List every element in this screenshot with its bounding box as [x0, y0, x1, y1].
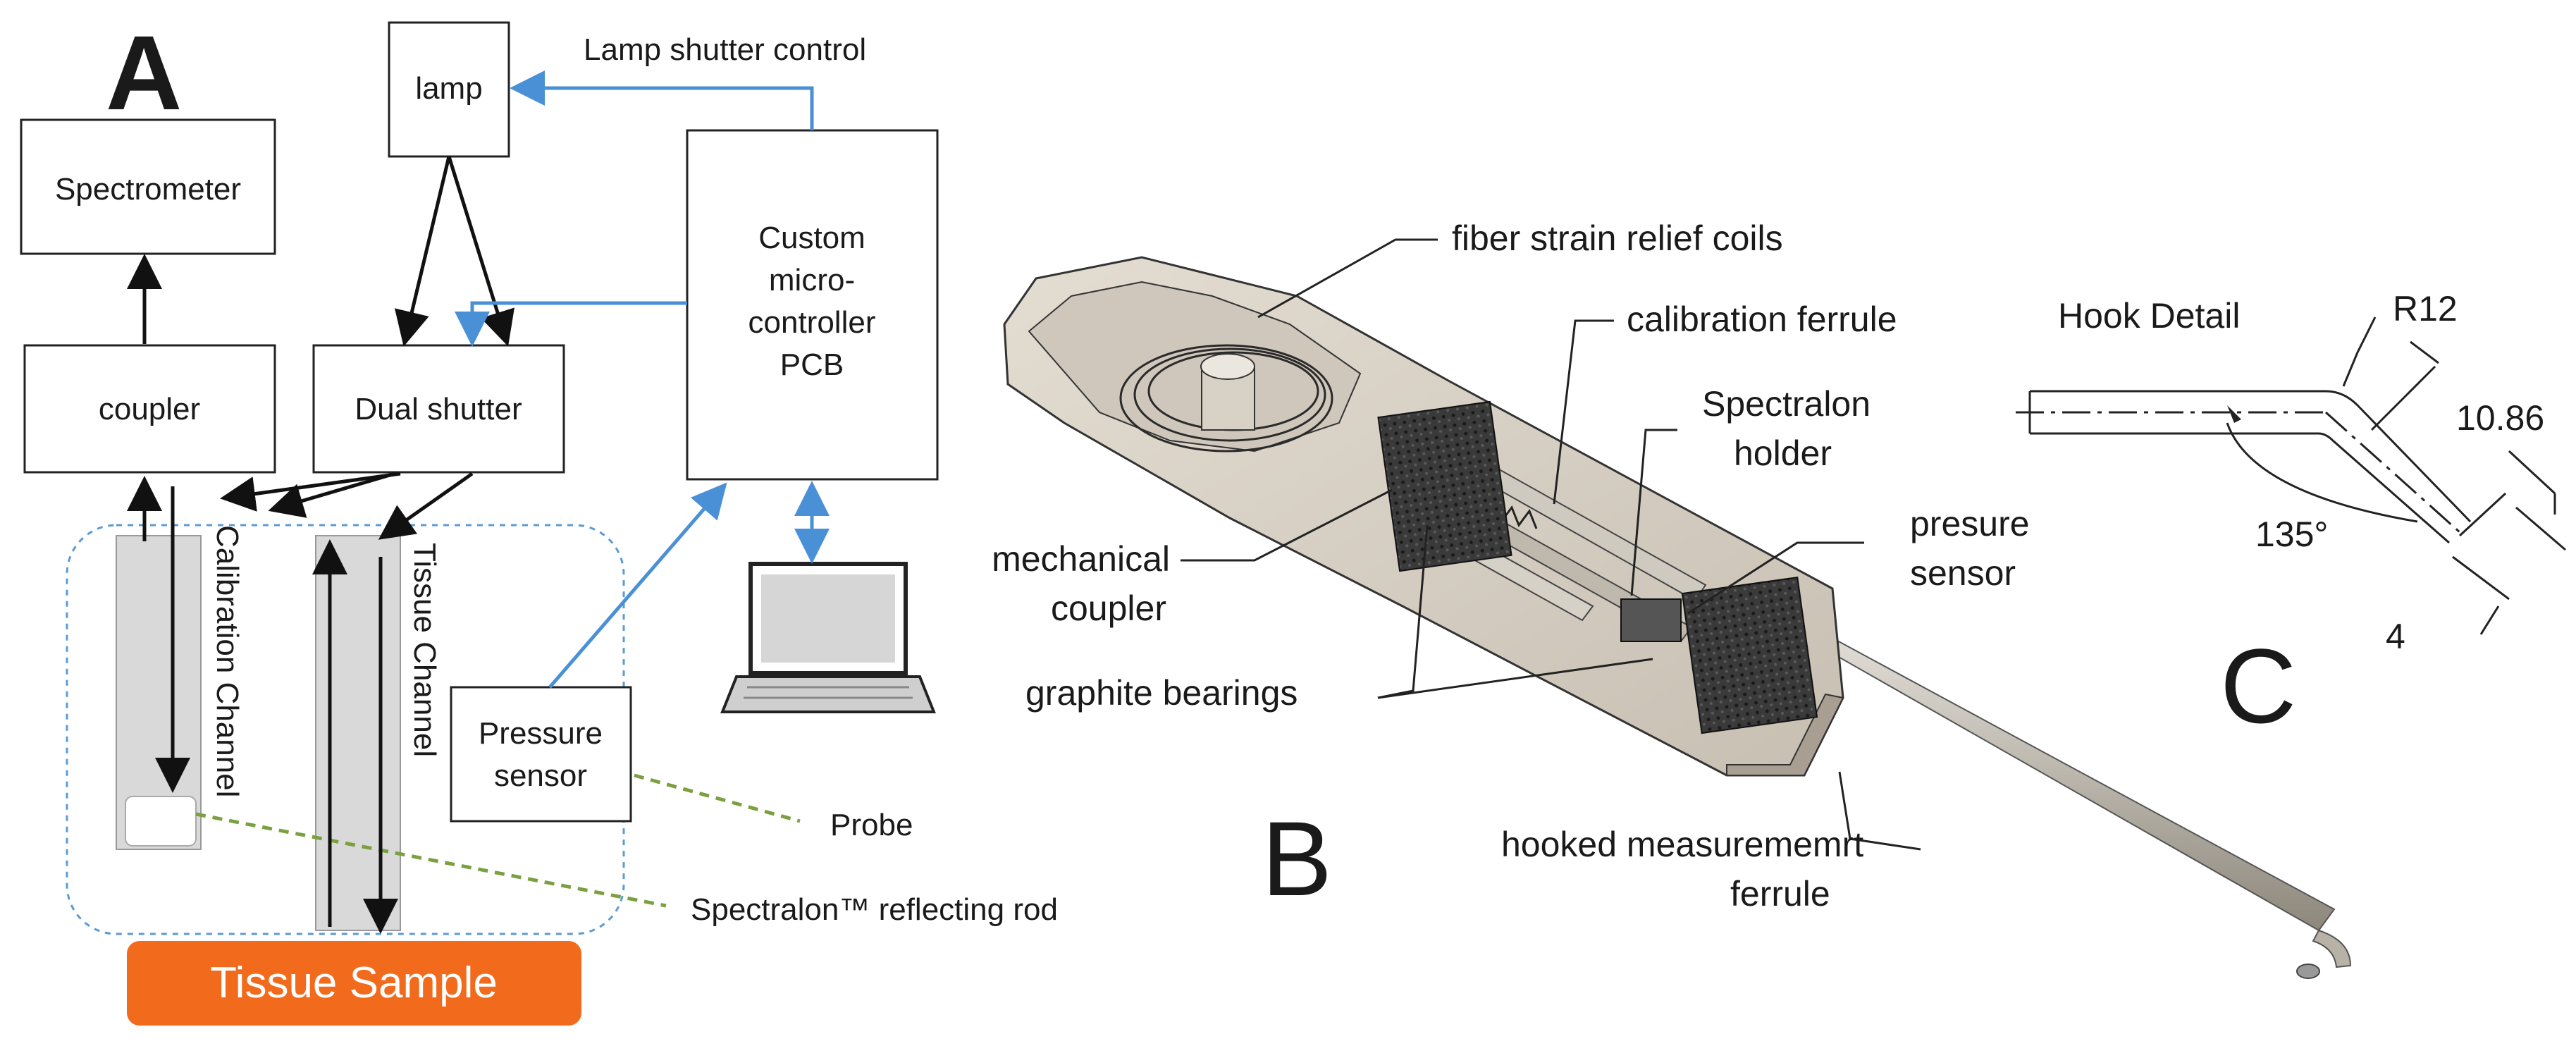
controller-label-line-3: controller	[748, 305, 876, 340]
fiber-strain-relief-label: fiber strain relief coils	[1452, 219, 1783, 258]
laptop-icon	[720, 562, 936, 713]
tissue-sample-bar	[127, 941, 581, 1026]
hooked-ferrule-label-line-2: ferrule	[1730, 874, 1830, 913]
calibration-ferrule-label: calibration ferrule	[1627, 300, 1897, 339]
controller-label-line-2: micro-	[769, 263, 855, 297]
width-label: 4	[2386, 617, 2405, 656]
probe-label: Probe	[830, 808, 913, 842]
spectralon-holder-label-line-1: Spectralon	[1702, 384, 1871, 424]
graphite-bearing-left	[1377, 400, 1512, 572]
dual-shutter-label: Dual shutter	[355, 392, 522, 426]
mechanical-coupler-label-line-1: mechanical	[992, 539, 1170, 579]
lamp-box	[388, 21, 510, 158]
panel-c: C Hook Detail R12 10.86 135°	[2016, 289, 2566, 745]
radius-label: R12	[2393, 289, 2458, 328]
panel-a-letter: A	[106, 13, 182, 132]
presure-sensor-label-line-1: presure	[1910, 504, 2030, 543]
hooked-ferrule-label-line-1: hooked measurememrt	[1501, 825, 1863, 864]
lamp-shutter-control-label: Lamp shutter control	[584, 32, 866, 67]
spectralon-holder-label-line-2: holder	[1734, 433, 1832, 473]
angle-arrowhead	[2227, 405, 2241, 423]
angle-label: 135°	[2255, 515, 2328, 554]
pressure-sensor-block	[1620, 598, 1682, 642]
dual-shutter-box	[312, 344, 565, 474]
black-signal-arrows	[127, 156, 514, 934]
spectralon-rod	[125, 796, 197, 847]
panel-b-letter: B	[1262, 799, 1332, 918]
graphite-bearings-label: graphite bearings	[1025, 673, 1298, 713]
panel-b: B	[992, 219, 2352, 979]
presure-sensor-label-line-2: sensor	[1910, 553, 2016, 593]
spectrometer-box	[20, 118, 276, 255]
dimension-lines	[2342, 316, 2566, 635]
coupler-box	[23, 344, 276, 474]
tissue-channel-label: Tissue Channel	[407, 543, 442, 757]
controller-label-line-4: PCB	[780, 347, 844, 382]
lamp-label: lamp	[415, 71, 482, 106]
tissue-sample-label: Tissue Sample	[210, 959, 498, 1007]
panel-a: A Spectrometer lamp Lamp shutter control…	[20, 13, 1058, 1026]
pressure-sensor-label-line-1: Pressure	[479, 716, 603, 751]
panel-c-letter: C	[2220, 627, 2296, 745]
pressure-sensor-label-line-2: sensor	[494, 758, 587, 793]
spectrometer-label: Spectrometer	[55, 172, 241, 207]
spectralon-rod-pointer	[195, 812, 667, 908]
angle-arc	[2226, 422, 2418, 523]
hook-detail-title: Hook Detail	[2058, 296, 2240, 336]
coupler-label: coupler	[99, 392, 200, 426]
mechanical-coupler-label-line-2: coupler	[1051, 589, 1166, 628]
graphite-bearing-right	[1681, 577, 1818, 734]
blue-control-arrows	[455, 70, 830, 689]
spectralon-rod-label: Spectralon™ reflecting rod	[691, 892, 1058, 927]
controller-label-line-1: Custom	[758, 221, 865, 255]
hook-drawing	[2016, 390, 2472, 544]
cad-leader-lines	[1181, 238, 1921, 851]
pressure-sensor-box	[450, 686, 632, 823]
probe-pointer	[634, 773, 801, 823]
center-post	[1200, 353, 1255, 431]
calibration-channel-label: Calibration Channel	[210, 525, 245, 797]
length-label: 10.86	[2456, 398, 2544, 438]
